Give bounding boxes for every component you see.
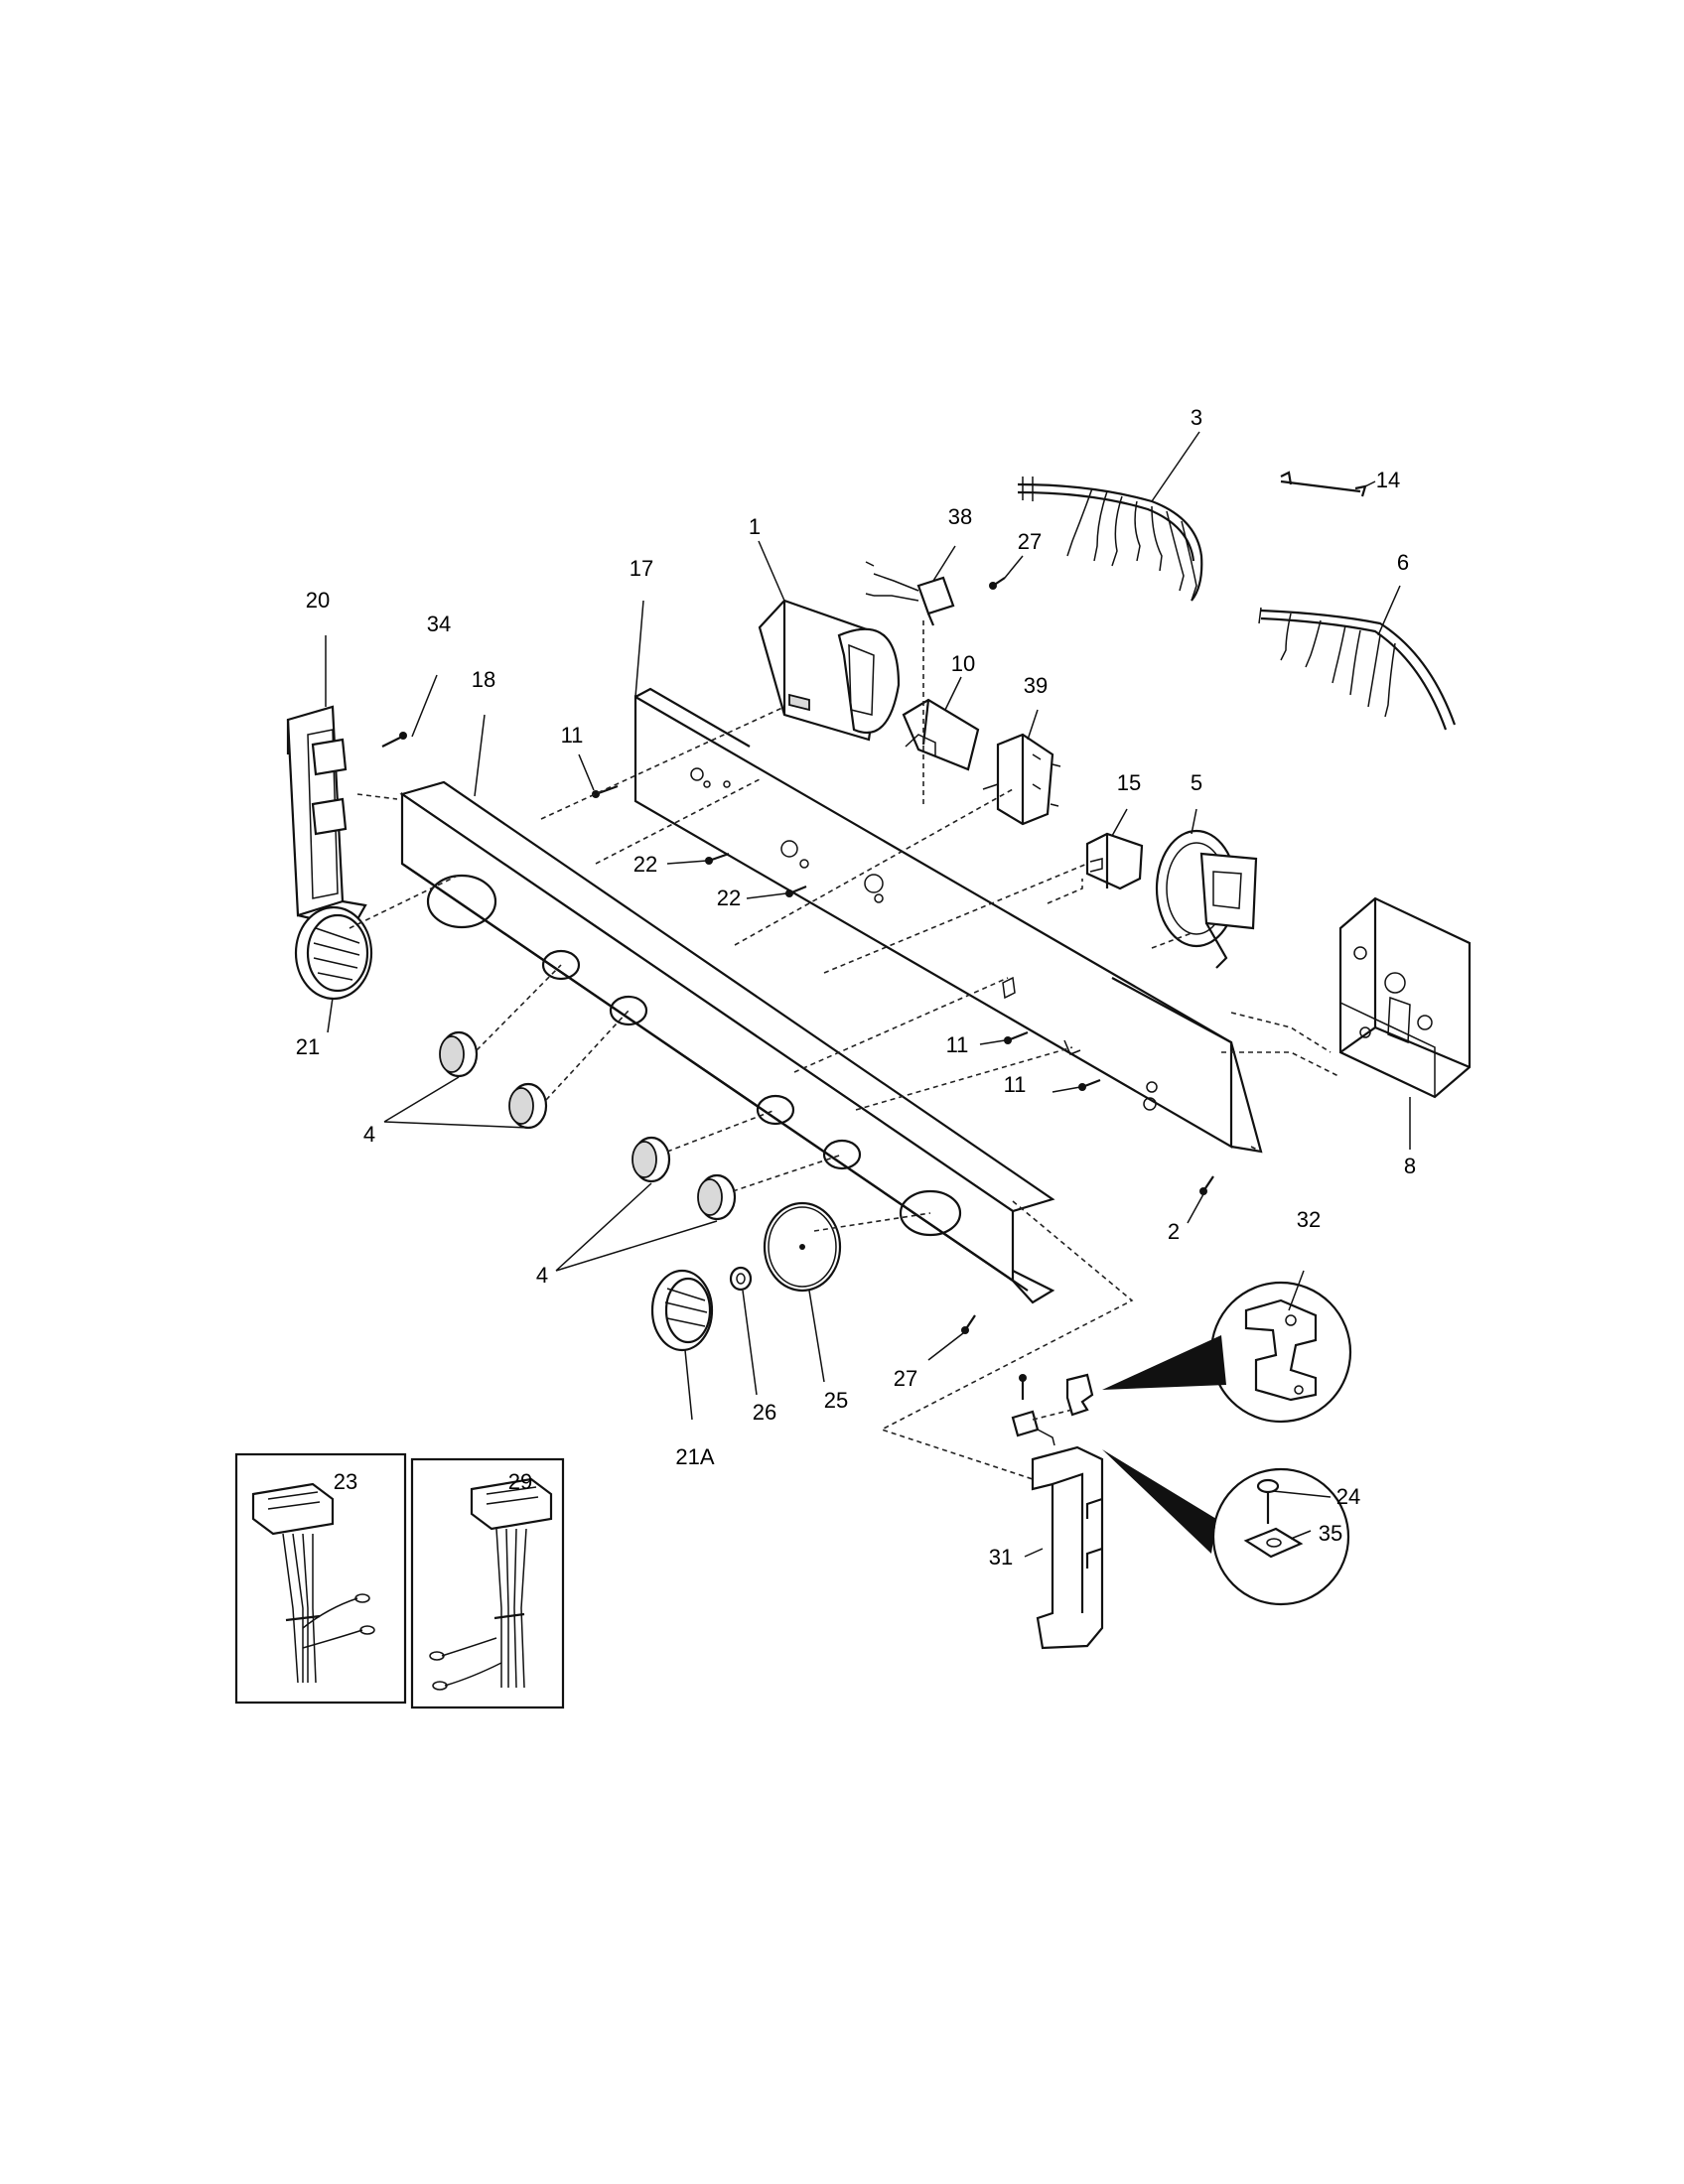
- callout-35: 35: [1319, 1521, 1342, 1546]
- screw-34: [381, 732, 407, 748]
- dial-25: [763, 1201, 842, 1293]
- callout-14: 14: [1376, 468, 1400, 492]
- callout-8: 8: [1404, 1154, 1416, 1178]
- clip-35-small: [1011, 1410, 1055, 1446]
- callout-32: 32: [1297, 1207, 1321, 1232]
- screw-2: [1199, 1175, 1214, 1195]
- callout-22-top: 22: [633, 852, 657, 877]
- callout-4-right: 4: [536, 1263, 548, 1288]
- callout-labels: 1 38 27 3 14 6 17 10 39 20 34 18 11 15 5…: [296, 405, 1416, 1570]
- callout-29: 29: [508, 1469, 532, 1494]
- knob-4-a: [439, 1030, 479, 1078]
- timer-1: [758, 599, 901, 742]
- control-box-8: [1338, 896, 1472, 1099]
- callout-4-left: 4: [363, 1122, 375, 1147]
- switch-15: [1085, 832, 1144, 890]
- callout-17: 17: [630, 556, 653, 581]
- callout-27-low: 27: [894, 1366, 917, 1391]
- callout-20: 20: [306, 588, 330, 613]
- callout-6: 6: [1397, 550, 1409, 575]
- screw-27-a: [989, 577, 1006, 590]
- callout-10: 10: [951, 651, 975, 676]
- callout-23: 23: [334, 1469, 357, 1494]
- motor-5: [1155, 829, 1258, 969]
- callout-22-bottom: 22: [717, 886, 741, 910]
- screw-22-b: [785, 885, 807, 897]
- callout-3: 3: [1191, 405, 1202, 430]
- callout-26: 26: [753, 1400, 776, 1425]
- detail-circle-24-35: [1102, 1449, 1350, 1606]
- assembly-lines: [349, 620, 1341, 1480]
- callout-27: 27: [1018, 529, 1042, 554]
- inset-box-29: [410, 1457, 565, 1709]
- screw-22-a: [705, 852, 730, 865]
- callout-5: 5: [1191, 770, 1202, 795]
- callout-11-mid: 11: [946, 1032, 969, 1057]
- callout-31: 31: [989, 1545, 1013, 1570]
- callout-38: 38: [948, 504, 972, 529]
- knob-21: [294, 905, 373, 1001]
- screw-11-a: [592, 784, 619, 798]
- knob-21a: [650, 1269, 714, 1352]
- washer-26: [729, 1266, 753, 1292]
- control-panel-18: [399, 780, 1055, 1304]
- leader-lines: [325, 431, 1411, 1558]
- knob-4-d: [697, 1173, 737, 1221]
- screw-11-c: [1078, 1078, 1101, 1091]
- bracket-20: [286, 705, 367, 930]
- callout-15: 15: [1117, 770, 1141, 795]
- switch-10: [902, 698, 980, 771]
- back-panel-17: [633, 687, 1263, 1154]
- inset-box-23: [234, 1452, 407, 1705]
- callout-21a: 21A: [675, 1444, 714, 1469]
- callout-11-top: 11: [561, 723, 584, 748]
- switch-39: [982, 733, 1061, 826]
- jumper-wire-14: [1280, 471, 1367, 497]
- screw-24-small: [1019, 1374, 1027, 1400]
- callout-21: 21: [296, 1034, 320, 1059]
- knob-4-c: [632, 1136, 671, 1183]
- callout-25: 25: [824, 1388, 848, 1413]
- callout-39: 39: [1024, 673, 1048, 698]
- end-bracket-31: [1031, 1445, 1104, 1650]
- wire-harness-3: [1017, 477, 1203, 602]
- detail-circle-32: [1102, 1281, 1352, 1424]
- callout-1: 1: [749, 514, 761, 539]
- callout-11-low: 11: [1004, 1072, 1027, 1097]
- callout-34: 34: [427, 612, 451, 636]
- screw-27-b: [961, 1314, 976, 1334]
- callout-2: 2: [1168, 1219, 1180, 1244]
- switch-38: [865, 561, 955, 626]
- clip-32-small: [1065, 1373, 1094, 1417]
- wire-harness-6: [1258, 607, 1457, 731]
- callout-24: 24: [1336, 1484, 1360, 1509]
- screw-11-b: [1004, 1030, 1029, 1044]
- knob-4-b: [508, 1082, 548, 1130]
- callout-18: 18: [472, 667, 495, 692]
